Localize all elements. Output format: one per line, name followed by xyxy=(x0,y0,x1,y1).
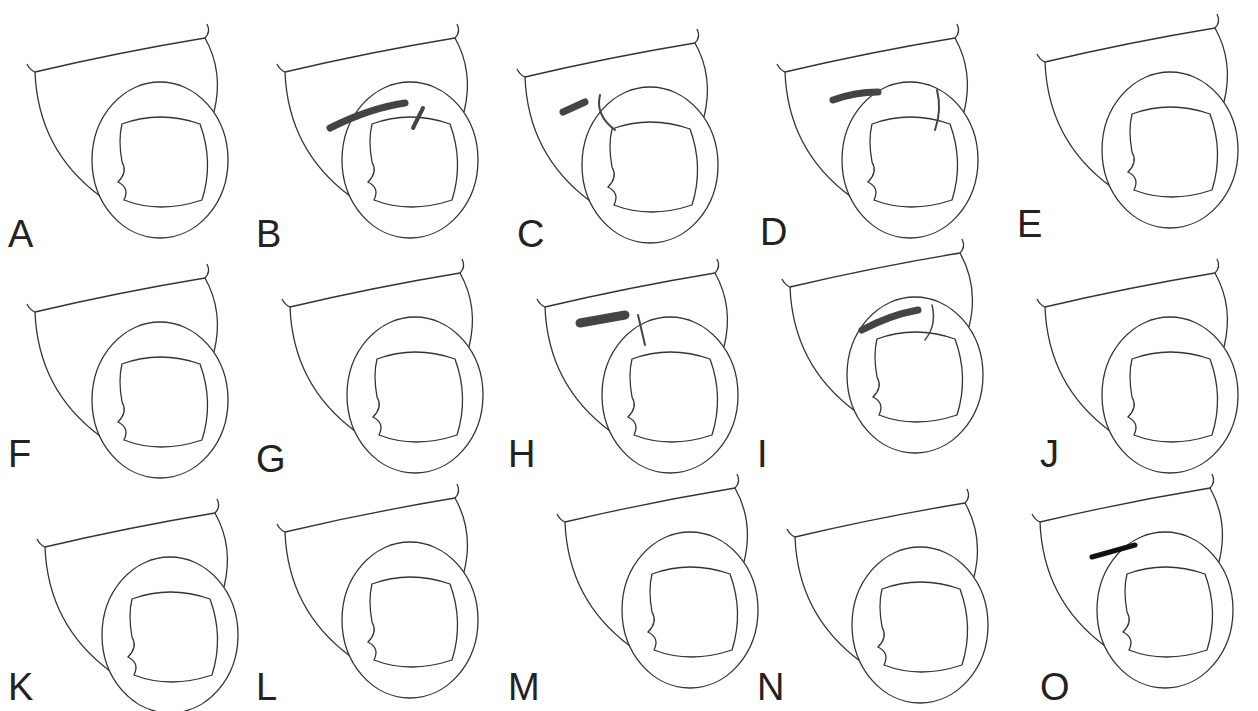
panel-letter: E xyxy=(1017,205,1042,243)
panel-letter: F xyxy=(8,435,31,473)
panel-letter: H xyxy=(508,435,535,473)
panel-letter: J xyxy=(1040,435,1059,473)
panel-letter: N xyxy=(757,668,784,706)
panel-letter: M xyxy=(508,668,540,706)
panel-letter: A xyxy=(8,215,33,253)
panel-letter: D xyxy=(760,213,787,251)
panel-letter: K xyxy=(8,668,33,706)
panel-letter: O xyxy=(1040,668,1070,706)
panel-letter: G xyxy=(256,440,286,478)
panel-letter: C xyxy=(517,215,544,253)
panel-letter: L xyxy=(256,668,277,706)
panel-letter: I xyxy=(757,435,768,473)
panel-letter: B xyxy=(256,215,281,253)
